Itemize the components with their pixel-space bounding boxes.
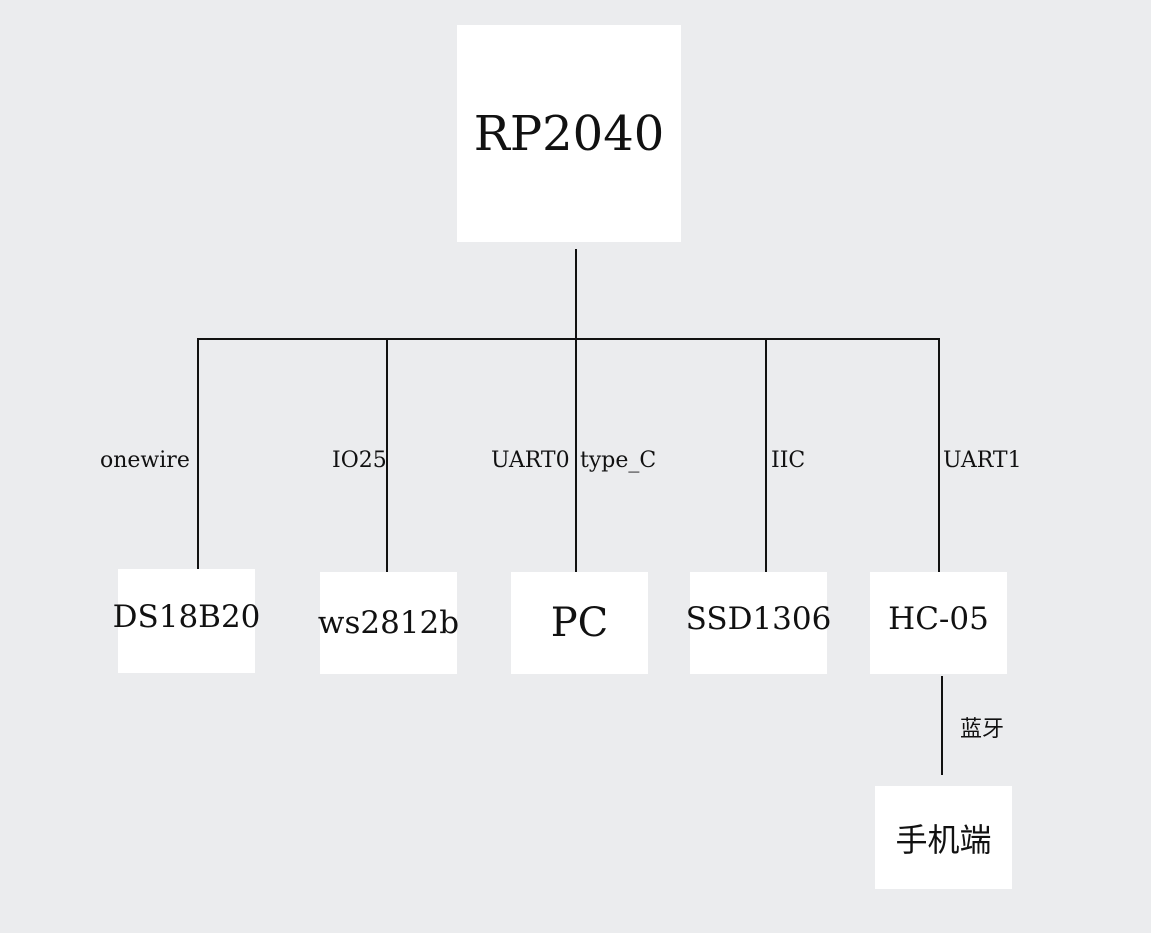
bus-line [197, 338, 940, 340]
type-c-label: type_C [580, 448, 657, 473]
uart1-label: UART1 [943, 448, 1022, 473]
branch-line-hc05 [938, 338, 940, 572]
phone-box: 手机端 [875, 786, 1012, 889]
branch-line-ds18b20 [197, 338, 199, 570]
onewire-label: onewire [100, 448, 190, 473]
rp2040-label: RP2040 [473, 105, 665, 162]
trunk-line [575, 249, 577, 340]
phone-label: 手机端 [895, 820, 992, 859]
pc-label: PC [550, 600, 609, 646]
io25-label: IO25 [332, 448, 387, 473]
ssd1306-label: SSD1306 [685, 601, 832, 637]
ds18b20-label: DS18B20 [112, 599, 261, 635]
bluetooth-line [941, 676, 943, 775]
hc05-box: HC-05 [870, 572, 1007, 674]
bluetooth-label: 蓝牙 [960, 717, 1005, 742]
pc-box: PC [511, 572, 648, 674]
hc05-label: HC-05 [888, 601, 989, 637]
uart0-label: UART0 [491, 448, 570, 473]
branch-line-ssd1306 [765, 338, 767, 572]
ssd1306-box: SSD1306 [686, 572, 831, 674]
ds18b20-box: DS18B20 [113, 569, 260, 673]
branch-line-ws2812b [386, 338, 388, 572]
iic-label: IIC [771, 448, 806, 473]
ws2812b-label: ws2812b [317, 605, 460, 641]
ws2812b-box: ws2812b [317, 572, 460, 674]
rp2040-box: RP2040 [457, 25, 681, 242]
branch-line-pc [575, 338, 577, 572]
